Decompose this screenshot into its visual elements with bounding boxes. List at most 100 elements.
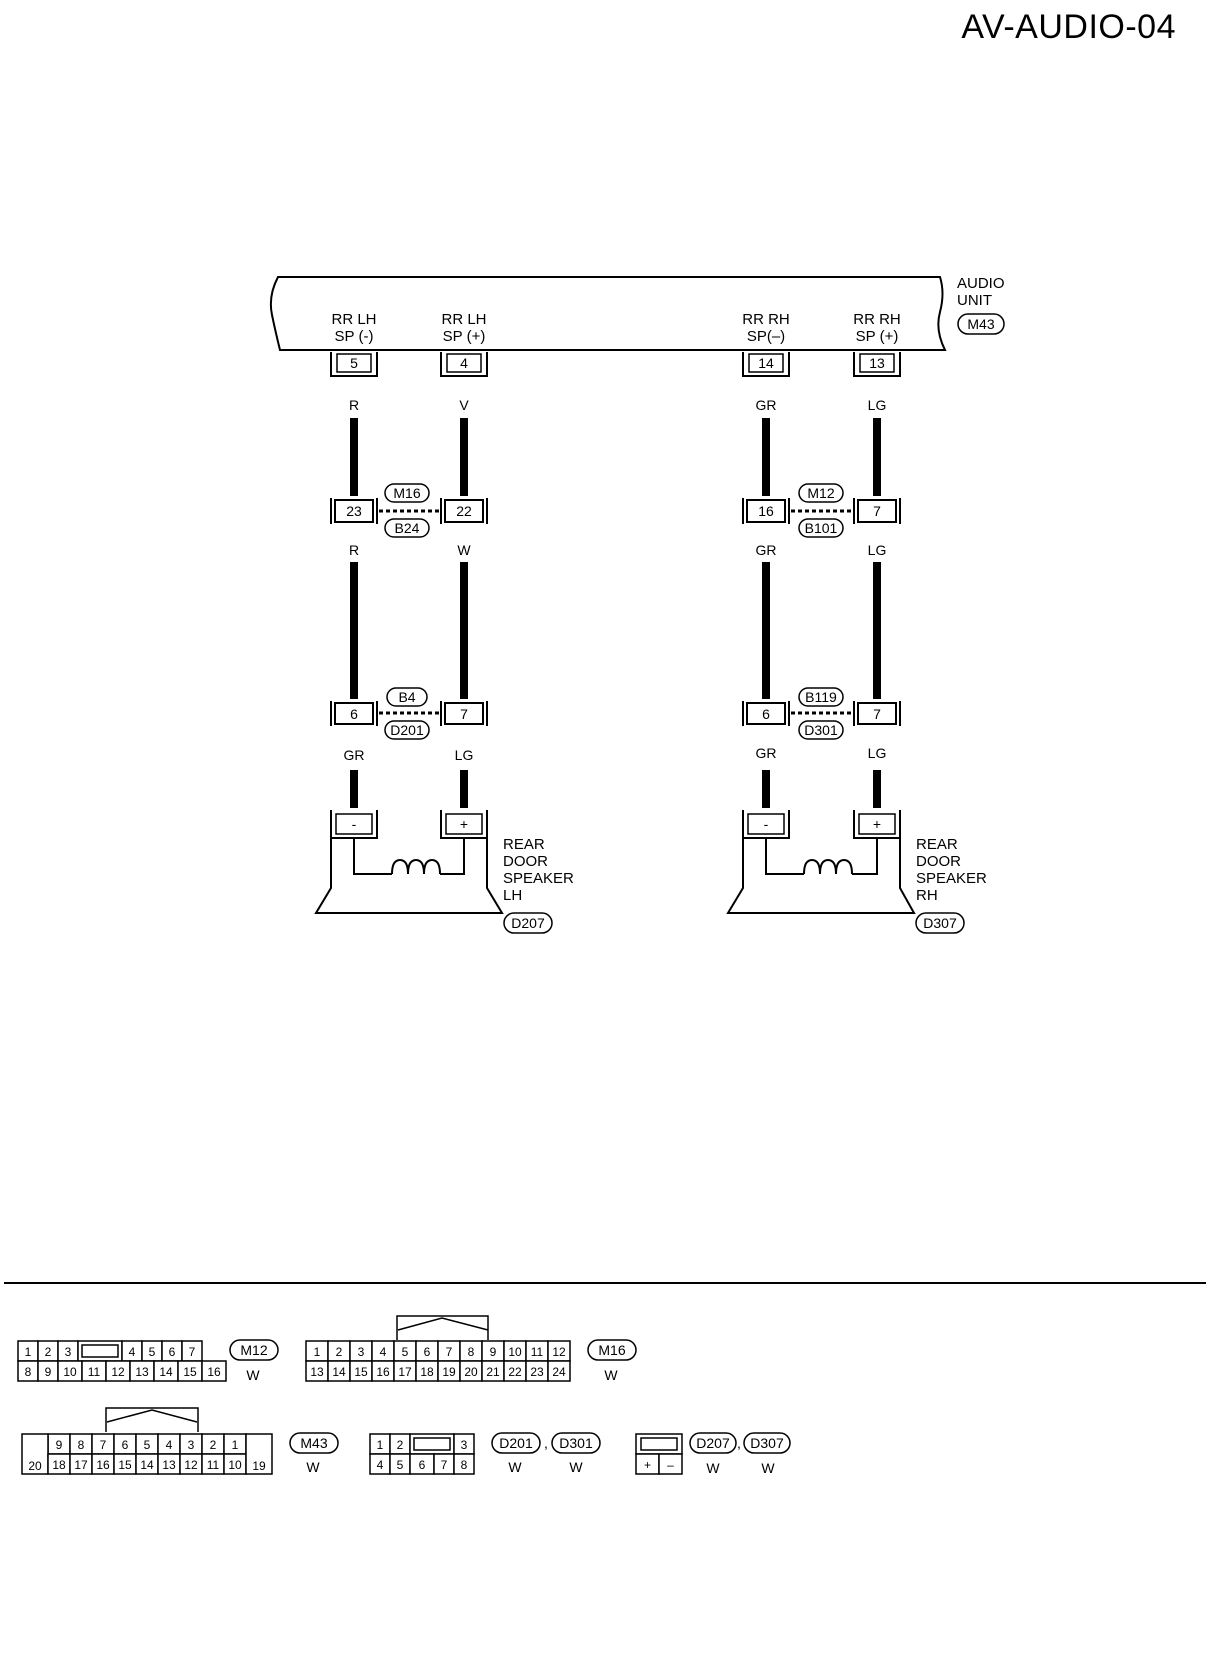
connector-cell: 19 — [437, 1360, 461, 1382]
connector-cell: 16 — [371, 1360, 395, 1382]
connector-cell: 8 — [69, 1433, 93, 1455]
svg-text:2: 2 — [45, 1345, 52, 1359]
svg-text:+: + — [873, 816, 881, 832]
svg-text:15: 15 — [118, 1458, 132, 1472]
connector-cell: 22 — [503, 1360, 527, 1382]
svg-text:B4: B4 — [398, 689, 415, 705]
connector-color-label: W — [761, 1460, 775, 1476]
audio-unit-connector-badge: M43 — [957, 313, 1005, 335]
svg-text:3: 3 — [461, 1438, 468, 1452]
connector-id-badge: M43 — [289, 1432, 339, 1454]
connector-cell: 5 — [141, 1340, 163, 1362]
terminal-label-rh-minus-1: RR RH — [742, 311, 790, 328]
connector-cell: 5 — [393, 1340, 417, 1362]
junction-lh-lower: 6 7 B4 D201 — [330, 687, 488, 740]
svg-text:11: 11 — [531, 1345, 544, 1359]
connector-cell: 18 — [415, 1360, 439, 1382]
connector-separator: , — [737, 1435, 741, 1451]
svg-text:M12: M12 — [807, 485, 834, 501]
connector-cell: 16 — [201, 1360, 227, 1382]
svg-text:16: 16 — [758, 503, 774, 519]
svg-text:M16: M16 — [393, 485, 420, 501]
svg-text:19: 19 — [442, 1365, 456, 1379]
connector-id-badge: D301 — [551, 1432, 601, 1454]
connector-cell: 15 — [177, 1360, 203, 1382]
connector-cell: 13 — [157, 1453, 181, 1475]
wire-color-rh-plus-mid: LG — [868, 542, 887, 558]
wire-color-lh-plus-bot: LG — [455, 747, 474, 763]
terminal-label-lh-minus-1: RR LH — [331, 311, 376, 328]
svg-text:+: + — [460, 816, 468, 832]
connector-cell: 12 — [179, 1453, 203, 1475]
speaker-rh-label-2: DOOR — [916, 853, 961, 870]
connector-cell: 5 — [389, 1453, 411, 1475]
connector-color-label: W — [246, 1367, 260, 1383]
svg-text:3: 3 — [358, 1345, 365, 1359]
connector-cell: 4 — [157, 1433, 181, 1455]
svg-text:5: 5 — [144, 1438, 151, 1452]
wire-color-rh-minus-top: GR — [756, 397, 777, 413]
connector-cell: 16 — [91, 1453, 115, 1475]
svg-text:21: 21 — [486, 1365, 500, 1379]
svg-text:-: - — [352, 816, 357, 832]
svg-text:B119: B119 — [805, 689, 837, 705]
svg-text:10: 10 — [63, 1365, 77, 1379]
svg-text:9: 9 — [490, 1345, 497, 1359]
connector-cell: 15 — [349, 1360, 373, 1382]
svg-text:-: - — [764, 816, 769, 832]
connector-cell: 10 — [223, 1453, 247, 1475]
connector-cell: 9 — [47, 1433, 71, 1455]
svg-text:M43: M43 — [967, 316, 994, 332]
connector-cell: 8 — [459, 1340, 483, 1362]
connector-cell: 17 — [69, 1453, 93, 1475]
svg-text:1: 1 — [377, 1438, 384, 1452]
speaker-lh: - + — [314, 810, 504, 914]
terminal-label-rh-minus-2: SP(–) — [747, 328, 785, 345]
connector-cell: 14 — [135, 1453, 159, 1475]
connector-cell: 7 — [181, 1340, 203, 1362]
svg-text:4: 4 — [460, 355, 468, 371]
svg-text:11: 11 — [88, 1365, 101, 1379]
svg-text:1: 1 — [232, 1438, 239, 1452]
svg-text:1: 1 — [25, 1345, 32, 1359]
connector-cell: 11 — [525, 1340, 549, 1362]
connector-cell: 2 — [201, 1433, 225, 1455]
audio-unit-pin-rh-minus: 14 — [742, 352, 790, 377]
svg-text:+: + — [644, 1458, 651, 1472]
connector-cell: 13 — [305, 1360, 329, 1382]
svg-text:8: 8 — [25, 1365, 32, 1379]
svg-text:B24: B24 — [395, 520, 420, 536]
svg-text:2: 2 — [397, 1438, 404, 1452]
connector-cell: 18 — [47, 1453, 71, 1475]
connector-cell: 7 — [433, 1453, 455, 1475]
svg-text:17: 17 — [398, 1365, 412, 1379]
svg-text:10: 10 — [508, 1345, 522, 1359]
speaker-rh-label-1: REAR — [916, 836, 958, 853]
svg-text:10: 10 — [228, 1458, 242, 1472]
audio-unit-label-2: UNIT — [957, 292, 992, 309]
svg-text:16: 16 — [96, 1458, 110, 1472]
svg-text:6: 6 — [350, 706, 358, 722]
connector-cell: 21 — [481, 1360, 505, 1382]
svg-text:5: 5 — [149, 1345, 156, 1359]
junction-lh-upper: 23 22 M16 B24 — [330, 483, 488, 538]
svg-text:14: 14 — [758, 355, 774, 371]
svg-text:23: 23 — [346, 503, 362, 519]
connector-cell: 2 — [37, 1340, 59, 1362]
connector-cell — [409, 1433, 455, 1455]
speaker-lh-label-1: REAR — [503, 836, 545, 853]
svg-text:D307: D307 — [750, 1435, 784, 1451]
connector-cell: 3 — [179, 1433, 203, 1455]
svg-text:18: 18 — [52, 1458, 66, 1472]
svg-text:13: 13 — [310, 1365, 324, 1379]
svg-text:23: 23 — [530, 1365, 544, 1379]
svg-text:3: 3 — [188, 1438, 195, 1452]
svg-text:12: 12 — [184, 1458, 198, 1472]
connector-cell: 20 — [21, 1433, 49, 1475]
svg-text:D207: D207 — [511, 915, 545, 931]
svg-text:4: 4 — [377, 1458, 384, 1472]
svg-text:M43: M43 — [300, 1435, 327, 1451]
speaker-rh: - + — [726, 810, 916, 914]
connector-cell: 13 — [129, 1360, 155, 1382]
